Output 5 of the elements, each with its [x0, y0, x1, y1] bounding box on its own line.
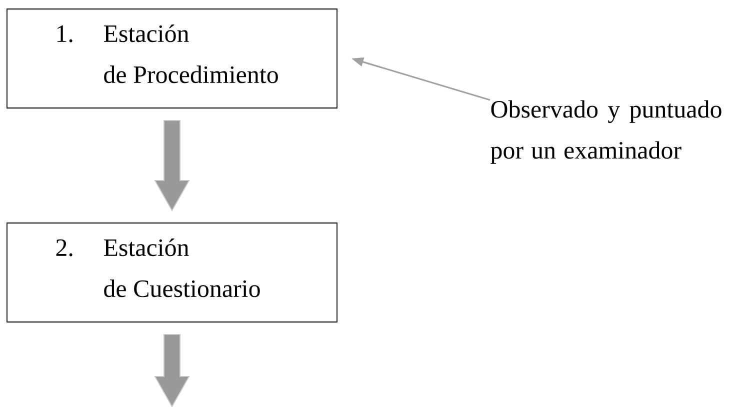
block-arrow — [154, 334, 190, 407]
process-box: 2. Estación de Cuestionario — [6, 222, 338, 322]
annotation-text: Observado y puntuado por un examinador — [490, 100, 722, 164]
block-arrow — [154, 120, 190, 212]
process-box: 1. Estación de Procedimiento — [6, 8, 338, 108]
